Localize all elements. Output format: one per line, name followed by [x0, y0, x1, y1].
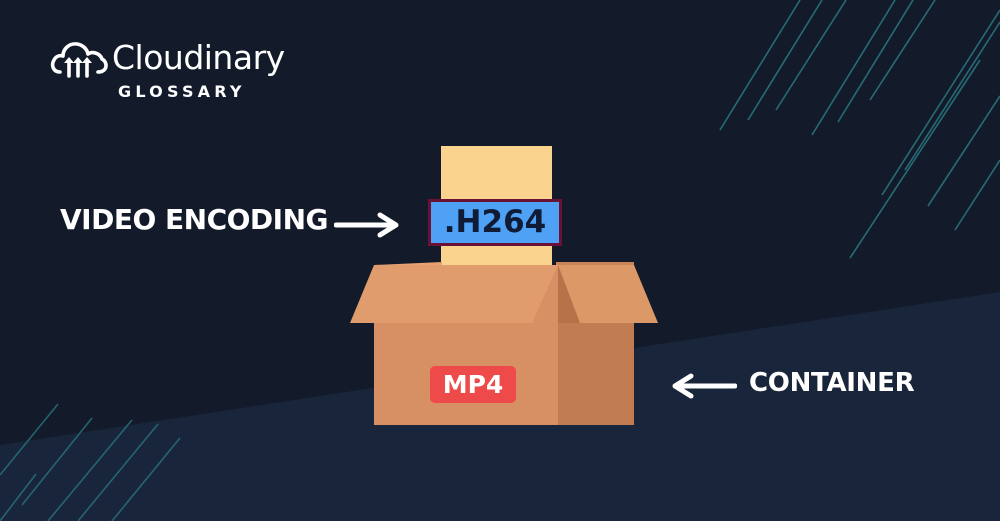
box-front-flap: [350, 265, 558, 323]
codec-value: .H264: [443, 204, 547, 240]
video-encoding-label: VIDEO ENCODING: [60, 203, 329, 236]
container-format-badge: MP4: [430, 366, 516, 403]
container-label: CONTAINER: [749, 368, 915, 398]
cloud-icon: [50, 42, 108, 78]
arrow-right-icon: [334, 212, 399, 238]
brand-name: Cloudinary: [112, 38, 285, 77]
decorative-stripes-bottom-left: [0, 403, 181, 521]
container-value: MP4: [442, 370, 504, 399]
decorative-stripes-top-right: [719, 0, 1000, 259]
arrow-left-icon: [672, 373, 737, 399]
codec-label-box: .H264: [428, 199, 562, 246]
box-side-flap: [558, 265, 658, 323]
box-flap-shadow: [558, 265, 580, 323]
brand-subtitle: GLOSSARY: [118, 82, 246, 101]
